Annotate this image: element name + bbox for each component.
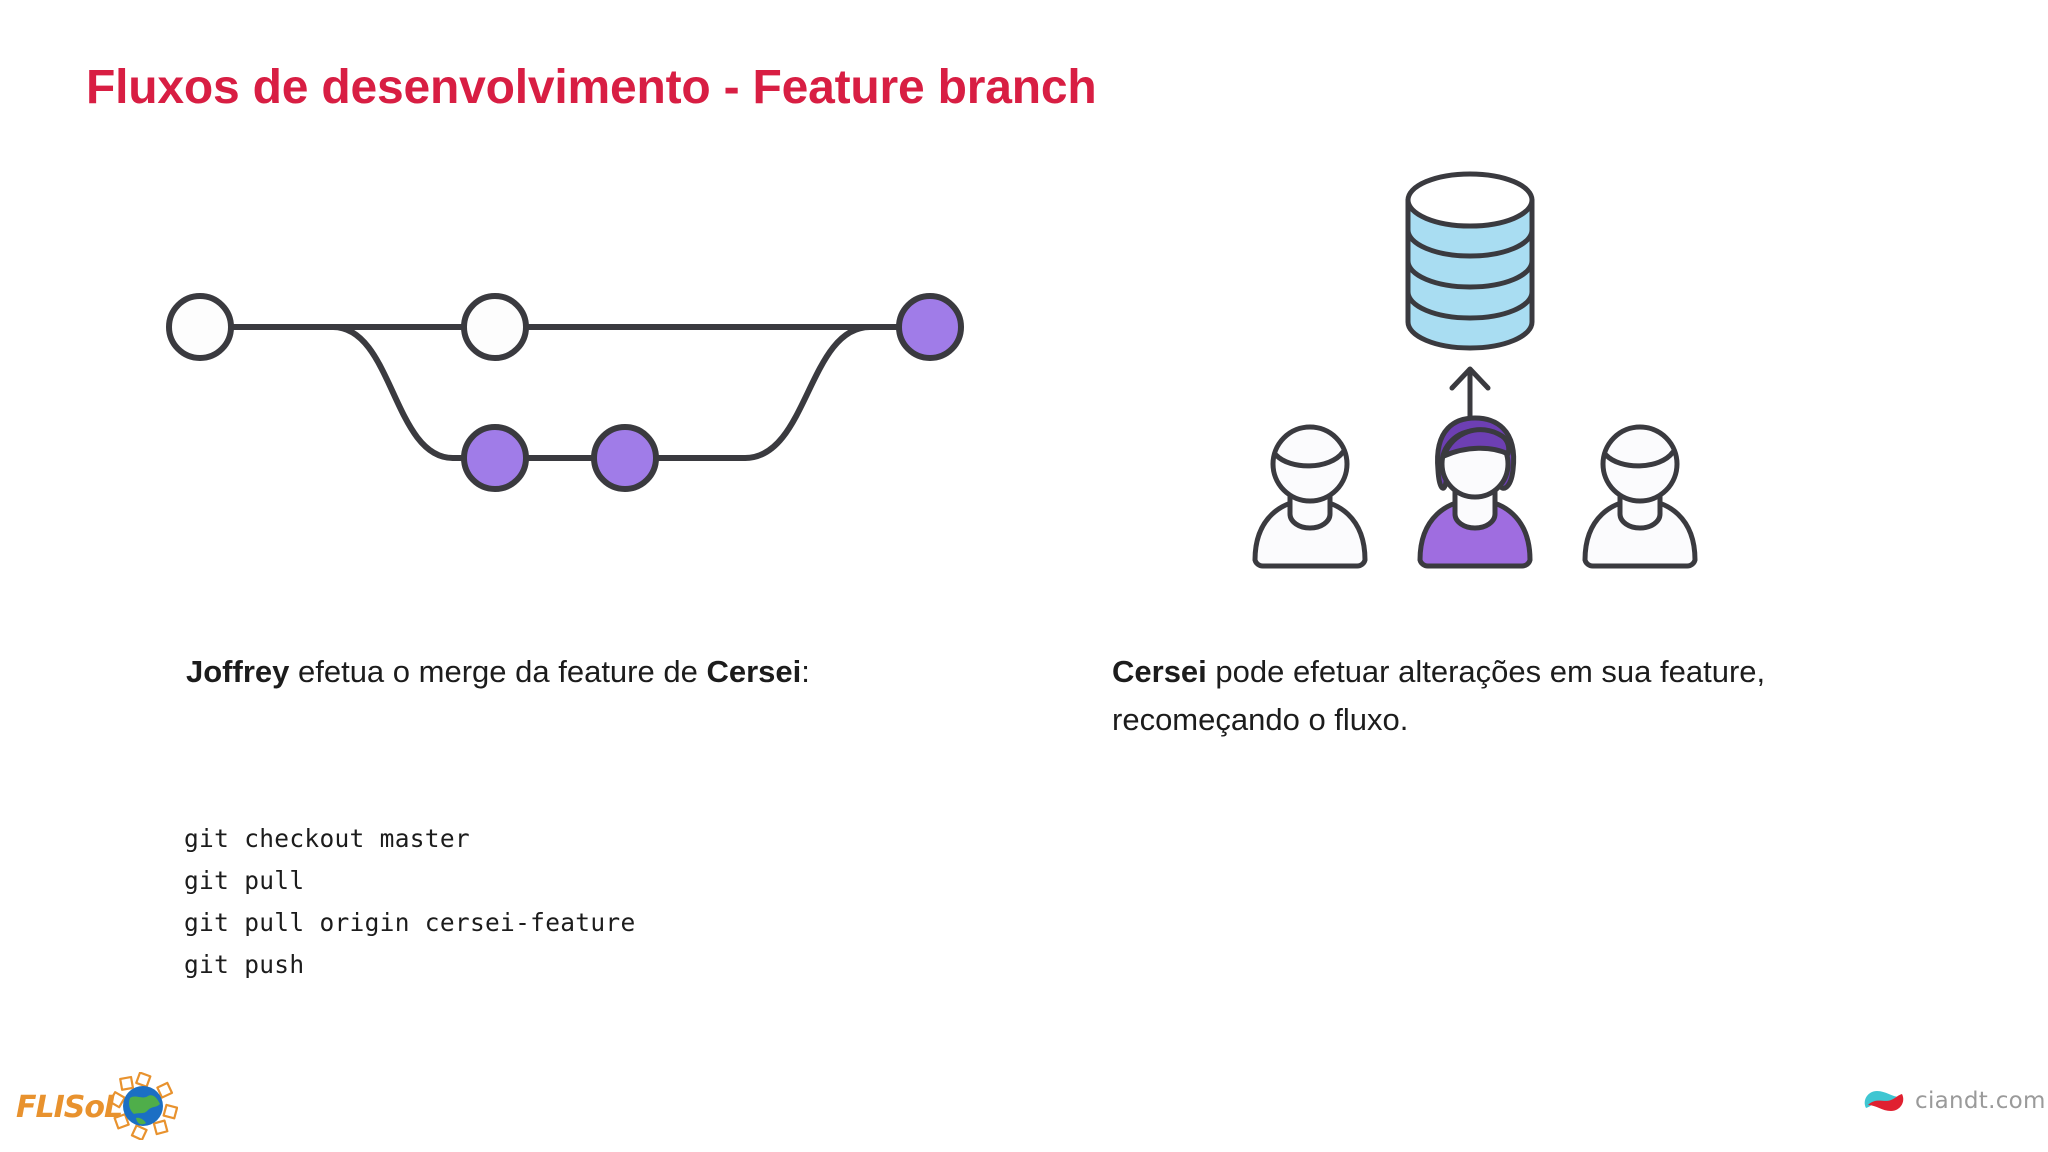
git-command-line: git pull origin cersei-feature (184, 908, 636, 938)
left-caption-text-2: : (801, 654, 810, 689)
git-graph-svg (166, 293, 964, 492)
branch-out-curve (330, 324, 456, 461)
flisol-globe-icon (108, 1072, 178, 1140)
avatar-person-center (1417, 415, 1533, 569)
git-command-line: git checkout master (184, 824, 470, 853)
left-caption-text-1: efetua o merge da feature de (289, 654, 707, 689)
remote-repo-team-diagram (1230, 170, 1750, 620)
avatar-person-left (1252, 424, 1368, 569)
flisol-wordmark: FLISoL (16, 1090, 123, 1125)
left-caption: Joffrey efetua o merge da feature de Cer… (186, 648, 976, 696)
repo-team-svg (1252, 171, 1698, 569)
commit-node-feature-1 (461, 424, 529, 492)
database-icon (1405, 171, 1535, 351)
git-branch-diagram (140, 265, 1000, 525)
git-command-block: git checkout master git pull git pull orig… (184, 818, 636, 987)
right-caption: Cersei pode efetuar alterações em sua fe… (1112, 648, 1932, 744)
merge-curve (742, 324, 873, 461)
avatar-person-right (1582, 424, 1698, 569)
git-command-line: git push (184, 950, 305, 980)
page-title: Fluxos de desenvolvimento - Feature bran… (86, 61, 1097, 114)
commit-node-feature-2 (591, 424, 659, 492)
commit-node-master-1 (166, 293, 234, 361)
ciandt-mark-icon (1864, 1091, 1904, 1111)
right-caption-text-1: pode efetuar alterações em sua feature, … (1112, 654, 1766, 738)
ciandt-logo: ciandt.com (1862, 1084, 2046, 1118)
commit-node-master-2 (461, 293, 529, 361)
right-caption-bold-cersei: Cersei (1112, 654, 1207, 689)
commit-node-merge (896, 293, 964, 361)
git-command-line: git pull (184, 866, 305, 896)
ciandt-wordmark: ciandt.com (1915, 1088, 2046, 1114)
left-caption-bold-cersei: Cersei (706, 654, 802, 689)
flisol-logo: FLISoL (16, 1066, 178, 1140)
left-caption-bold-joffrey: Joffrey (186, 654, 290, 689)
